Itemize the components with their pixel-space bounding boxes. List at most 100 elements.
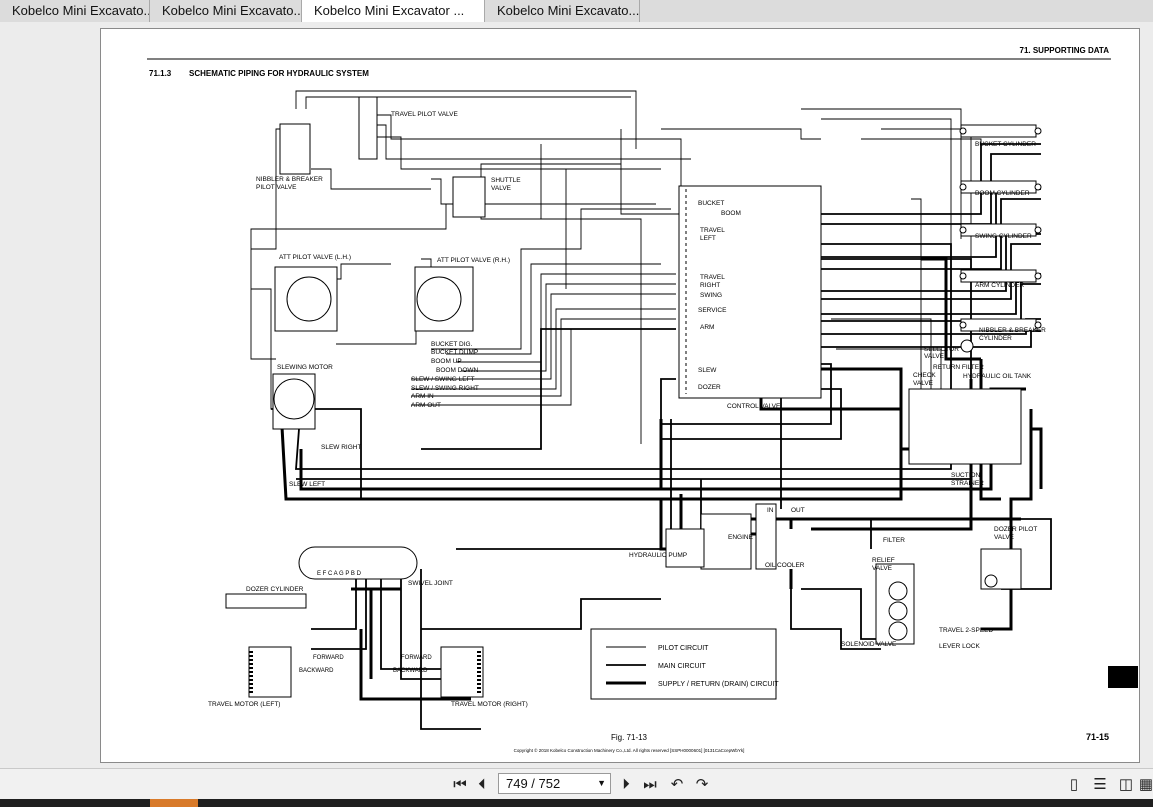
section-title: SCHEMATIC PIPING FOR HYDRAULIC SYSTEM bbox=[189, 69, 369, 78]
label-forward-right: FORWARD bbox=[401, 655, 432, 661]
engine-box bbox=[700, 513, 752, 570]
label-swivel-joint: SWIVEL JOINT bbox=[408, 580, 453, 587]
label-selector-1: SELECTOR bbox=[924, 346, 959, 353]
label-nibbler-cyl-1: NIBBLER & BREAKER bbox=[979, 327, 1046, 334]
next-page-icon[interactable]: ⏵ bbox=[622, 775, 630, 793]
label-shuttle-2: VALVE bbox=[491, 185, 512, 192]
legend-supply: SUPPLY / RETURN (DRAIN) CIRCUIT bbox=[658, 681, 779, 688]
control-valve-body bbox=[678, 185, 822, 399]
label-control-valve: CONTROL VALVE bbox=[727, 403, 781, 410]
label-engine: ENGINE bbox=[728, 534, 754, 541]
label-shuttle-1: SHUTTLE bbox=[491, 177, 521, 184]
label-cv-service: SERVICE bbox=[698, 307, 727, 314]
label-hydraulic-pump: HYDRAULIC PUMP bbox=[629, 552, 687, 559]
scroll-marker bbox=[1108, 666, 1138, 688]
go-forward-icon[interactable]: ↷ bbox=[695, 776, 709, 793]
go-back-icon[interactable]: ↶ bbox=[670, 776, 684, 793]
label-bucket-dump: BUCKET DUMP bbox=[431, 349, 478, 356]
first-page-icon[interactable]: ⏮ bbox=[453, 775, 467, 793]
pdf-page: 71. SUPPORTING DATA 71.1.3 SCHEMATIC PIP… bbox=[100, 28, 1140, 763]
label-travel-motor-left: TRAVEL MOTOR (LEFT) bbox=[208, 701, 280, 708]
previous-page-icon[interactable]: ⏴ bbox=[478, 775, 486, 793]
single-page-view-icon[interactable]: ▯ bbox=[1069, 776, 1079, 793]
label-lever-lock: LEVER LOCK bbox=[939, 643, 980, 650]
tab-document-1[interactable]: Kobelco Mini Excavato... bbox=[0, 0, 150, 22]
label-travel-pilot: TRAVEL PILOT VALVE bbox=[391, 111, 458, 118]
label-cv-travel-left-1: TRAVEL bbox=[700, 227, 725, 234]
os-taskbar bbox=[0, 799, 1153, 807]
label-backward-left: BACKWARD bbox=[299, 668, 334, 674]
label-travel-2speed: TRAVEL 2-SPEED bbox=[939, 627, 993, 634]
label-nibbler-pilot-2: PILOT VALVE bbox=[256, 184, 297, 191]
page-selector[interactable]: 749 / 752 ▼ bbox=[498, 773, 611, 794]
label-cv-travel-left-2: LEFT bbox=[700, 235, 716, 242]
last-page-icon[interactable]: ⏭ bbox=[643, 775, 657, 793]
figure-caption: Fig. 71-13 bbox=[611, 733, 648, 742]
travel-motor-left-box bbox=[248, 646, 292, 698]
label-nibbler-pilot-1: NIBBLER & BREAKER bbox=[256, 176, 323, 183]
legend-main: MAIN CIRCUIT bbox=[658, 663, 707, 670]
page-indicator: 749 / 752 bbox=[506, 776, 561, 791]
label-arm-out: ARM OUT bbox=[411, 402, 441, 409]
hydraulic-schematic: 71. SUPPORTING DATA 71.1.3 SCHEMATIC PIP… bbox=[147, 46, 1111, 753]
facing-pages-view-icon[interactable]: ◫ bbox=[1118, 776, 1134, 793]
label-slewing-motor: SLEWING MOTOR bbox=[277, 364, 333, 371]
nibbler-pilot-valve-box bbox=[279, 123, 311, 175]
label-boom-up: BOOM UP bbox=[431, 358, 462, 365]
label-solenoid-valve: SOLENOID VALVE bbox=[841, 641, 897, 648]
continuous-facing-view-icon[interactable]: ▦ bbox=[1138, 776, 1153, 793]
label-slew-right: SLEW RIGHT bbox=[321, 444, 361, 451]
label-relief-1: RELIEF bbox=[872, 557, 895, 564]
label-swing-cyl: SWING CYLINDER bbox=[975, 233, 1032, 240]
tab-bar: Kobelco Mini Excavato... Kobelco Mini Ex… bbox=[0, 0, 1153, 23]
copyright: Copyright © 2018 Kobelco Construction Ma… bbox=[514, 747, 745, 753]
label-swivel-ports: E F C A G P B D bbox=[317, 571, 362, 577]
page-number: 71-15 bbox=[1086, 732, 1109, 742]
tab-document-2[interactable]: Kobelco Mini Excavato... bbox=[150, 0, 302, 22]
label-bucket-cyl: BUCKET CYLINDER bbox=[975, 141, 1036, 148]
label-dozer-pilot-1: DOZER PILOT bbox=[994, 526, 1037, 533]
header-right: 71. SUPPORTING DATA bbox=[1020, 46, 1110, 55]
label-arm-in: ARM IN bbox=[411, 393, 434, 400]
label-travel-motor-right: TRAVEL MOTOR (RIGHT) bbox=[451, 701, 528, 708]
label-relief-2: VALVE bbox=[872, 565, 893, 572]
continuous-view-icon[interactable]: ☰ bbox=[1093, 776, 1107, 793]
label-cv-boom: BOOM bbox=[721, 210, 741, 217]
label-in: IN bbox=[767, 507, 774, 514]
label-check-2: VALVE bbox=[913, 380, 934, 387]
tab-document-3-active[interactable]: Kobelco Mini Excavator ... bbox=[302, 0, 485, 22]
hydraulic-pump-box bbox=[665, 528, 705, 568]
label-oil-cooler: OIL COOLER bbox=[765, 562, 805, 569]
travel-motor-right-box bbox=[440, 646, 484, 698]
label-out: OUT bbox=[791, 507, 805, 514]
label-cv-travel-right-2: RIGHT bbox=[700, 282, 720, 289]
label-boom-cyl: BOOM CYLINDER bbox=[975, 190, 1030, 197]
chevron-down-icon: ▼ bbox=[597, 778, 606, 788]
label-arm-cyl: ARM CYLINDER bbox=[975, 282, 1024, 289]
label-bucket-dig: BUCKET DIG. bbox=[431, 341, 473, 348]
legend-pilot: PILOT CIRCUIT bbox=[658, 645, 709, 652]
label-att-lh: ATT PILOT VALVE (L.H.) bbox=[279, 254, 351, 261]
label-return-filter: RETURN FILTER bbox=[933, 364, 984, 371]
tab-document-4[interactable]: Kobelco Mini Excavato... bbox=[485, 0, 640, 22]
label-cv-bucket: BUCKET bbox=[698, 200, 724, 207]
travel-pilot-valve-box bbox=[358, 96, 378, 160]
label-slew-left-swing: SLEW / SWING LEFT bbox=[411, 376, 475, 383]
label-att-rh: ATT PILOT VALVE (R.H.) bbox=[437, 257, 510, 264]
label-cv-dozer: DOZER bbox=[698, 384, 721, 391]
label-slew-left: SLEW LEFT bbox=[289, 481, 325, 488]
section-number: 71.1.3 bbox=[149, 69, 172, 78]
navigation-toolbar: ⏮ ⏴ 749 / 752 ▼ ⏵ ⏭ ↶ ↷ ▯ ☰ ◫ ▦ bbox=[0, 768, 1153, 800]
label-dozer-cyl: DOZER CYLINDER bbox=[246, 586, 304, 593]
label-suction-1: SUCTION bbox=[951, 472, 981, 479]
label-selector-2: VALVE bbox=[924, 353, 945, 360]
label-cv-slew: SLEW bbox=[698, 367, 717, 374]
document-viewer[interactable]: 71. SUPPORTING DATA 71.1.3 SCHEMATIC PIP… bbox=[0, 22, 1153, 768]
hydraulic-oil-tank bbox=[908, 388, 1022, 465]
legend-box bbox=[590, 628, 777, 700]
label-nibbler-cyl-2: CYLINDER bbox=[979, 335, 1012, 342]
label-oil-tank: HYDRAULIC OIL TANK bbox=[963, 373, 1032, 380]
label-slew-right-swing: SLEW / SWING RIGHT bbox=[411, 385, 479, 392]
label-cv-travel-right-1: TRAVEL bbox=[700, 274, 725, 281]
taskbar-app-icon[interactable] bbox=[150, 799, 198, 807]
